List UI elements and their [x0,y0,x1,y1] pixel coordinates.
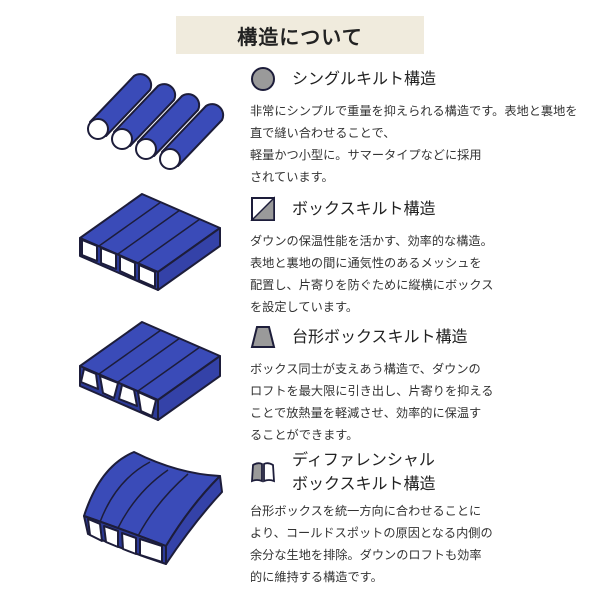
differential-quilt-title-row: ディファレンシャル ボックスキルト構造 [250,448,436,496]
trapezoid-quilt-description: ボックス同士が支えあう構造で、ダウンの ロフトを最大限に引き出し、片寄りを抑える… [250,362,494,442]
trapezoid-cross-section-icon [250,326,276,348]
trapezoid-quilt-title-row: 台形ボックスキルト構造 [250,324,468,350]
square-cross-section-icon [250,196,275,221]
differential-quilt-description: 台形ボックスを統一方向に合わせることに より、コールドスポットの原因となる内側の… [250,504,493,584]
curved-trapezoid-cross-section-icon [251,462,275,483]
single-quilt-illustration [87,73,225,170]
single-quilt-description: 非常にシンプルで重量を抑えられる構造です。表地と裏地を直で縫い合わせることで、 … [250,104,578,184]
trapezoid-quilt-title: 台形ボックスキルト構造 [292,327,468,346]
single-quilt-title-row: シングルキルト構造 [250,66,436,92]
box-quilt-title-row: ボックスキルト構造 [250,196,436,222]
circle-cross-section-icon [251,67,275,91]
trapezoid-quilt-illustration [79,321,221,421]
section-header: 構造について [176,16,424,54]
differential-quilt-title: ディファレンシャル ボックスキルト構造 [292,450,436,493]
header-title: 構造について [237,24,363,49]
box-quilt-title: ボックスキルト構造 [292,199,436,218]
differential-quilt-illustration [83,451,223,565]
box-quilt-description: ダウンの保温性能を活かす、効率的な構造。 表地と裏地の間に通気性のあるメッシュを… [250,234,494,314]
single-quilt-title: シングルキルト構造 [292,69,437,88]
box-quilt-illustration [79,193,221,291]
